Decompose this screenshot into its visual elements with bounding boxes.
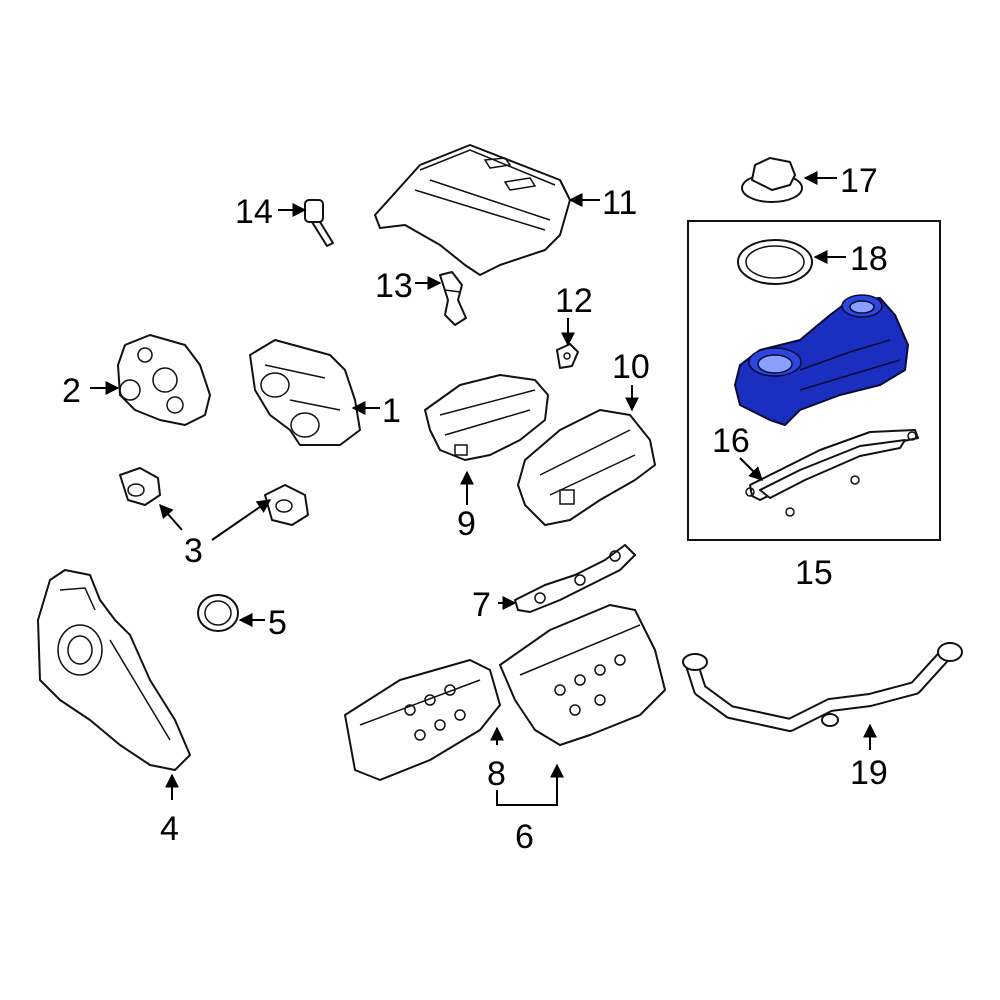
part-13-connector[interactable] [439, 271, 467, 326]
part-11-engine-cover[interactable] [374, 144, 571, 276]
callout-8: 8 [487, 755, 506, 793]
callout-19: 19 [850, 754, 888, 792]
part-19-pipe[interactable] [682, 642, 963, 732]
part-2-component[interactable] [117, 334, 211, 426]
callout-12: 12 [555, 282, 593, 320]
callout-2: 2 [62, 372, 81, 410]
part-7-gasket[interactable] [514, 544, 636, 613]
part-1-housing[interactable] [249, 339, 361, 446]
callout-13: 13 [375, 267, 413, 305]
callout-14: 14 [235, 193, 273, 231]
callout-11: 11 [602, 184, 637, 222]
part-12-bracket[interactable] [556, 343, 579, 369]
callout-9: 9 [457, 505, 476, 543]
callout-3: 3 [184, 532, 203, 570]
part-14-bolt[interactable] [304, 199, 334, 247]
part-6-cylinder-head[interactable] [499, 604, 666, 746]
assembly-box-15 [687, 220, 941, 541]
leader-lines [90, 171, 877, 806]
callout-7: 7 [472, 586, 491, 624]
callout-17: 17 [840, 162, 878, 200]
callout-4: 4 [160, 810, 179, 848]
part-8-cylinder-head[interactable] [344, 659, 501, 781]
part-3-mount-right[interactable] [264, 484, 309, 526]
callout-labels: 1 2 3 4 5 6 7 8 9 10 11 12 13 14 15 16 1… [62, 162, 888, 856]
callout-10: 10 [612, 348, 650, 386]
part-15-valve-cover-highlighted[interactable] [734, 294, 909, 426]
part-5-seal[interactable] [197, 594, 239, 632]
callout-6: 6 [515, 818, 534, 856]
part-9-bracket[interactable] [424, 374, 549, 461]
part-18-seal[interactable] [737, 239, 813, 285]
callout-15: 15 [795, 554, 833, 592]
callout-5: 5 [268, 604, 287, 642]
callout-18: 18 [850, 240, 888, 278]
part-4-timing-cover[interactable] [37, 569, 191, 771]
part-10-bracket[interactable] [517, 409, 656, 526]
callout-1: 1 [382, 392, 401, 430]
callout-16: 16 [712, 422, 750, 460]
part-3-mount-left[interactable] [119, 467, 161, 506]
part-17-oil-cap[interactable] [741, 157, 803, 203]
part-16-gasket[interactable] [745, 429, 919, 517]
